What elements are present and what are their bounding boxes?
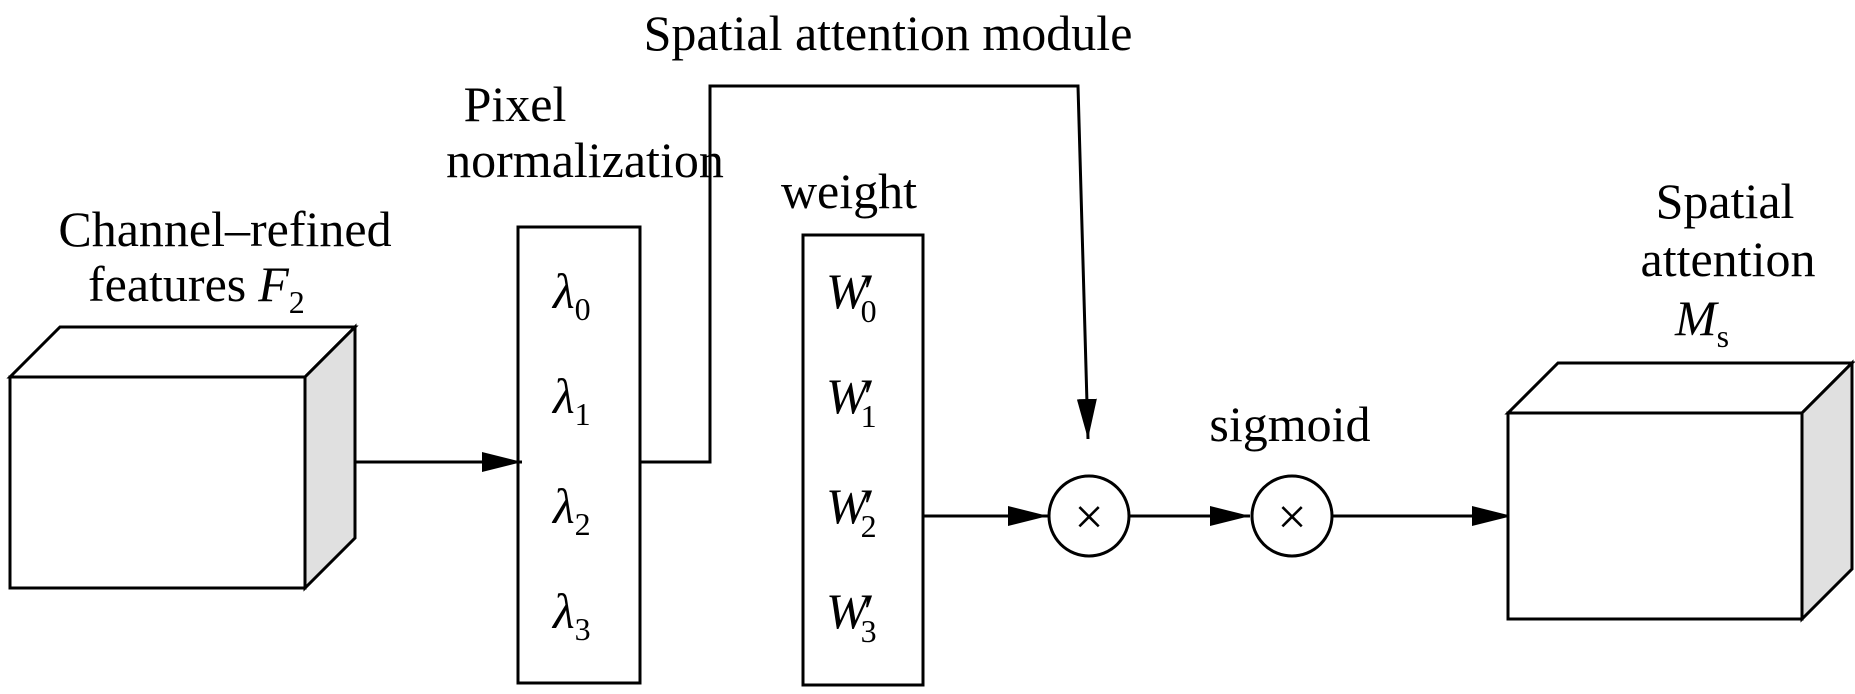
output-label-line2: attention — [1641, 231, 1816, 287]
multiply-symbol: × — [1074, 489, 1103, 546]
lambda-0: λ0 — [551, 263, 591, 327]
sigmoid-operator — [1250, 474, 1334, 558]
output-attention-cube — [1504, 359, 1855, 623]
multiply-operator — [1047, 474, 1131, 558]
weight-box — [801, 233, 925, 687]
module-title: Spatial attention module — [644, 5, 1133, 61]
weight-label: weight — [781, 163, 917, 219]
output-label-line1: Spatial — [1656, 173, 1795, 229]
pixel-norm-label-line1: Pixel — [464, 76, 567, 132]
sigmoid-label: sigmoid — [1209, 396, 1370, 452]
input-label-line1: Channel–refined — [58, 201, 391, 257]
weight-1: W′1 — [826, 368, 877, 434]
weight-3: W′3 — [826, 583, 877, 649]
sigmoid-symbol: × — [1277, 489, 1306, 546]
lambda-1: λ1 — [551, 368, 591, 432]
lambda-3: λ3 — [551, 583, 591, 647]
output-symbol: Ms — [1674, 290, 1729, 354]
lambda-2: λ2 — [551, 478, 591, 542]
input-feature-cube — [6, 323, 359, 592]
pixel-norm-box — [516, 225, 642, 685]
arrow-norm-to-multiply — [640, 84, 1097, 464]
weight-0: W′0 — [826, 263, 877, 329]
pixel-norm-label-line2: normalization — [446, 132, 724, 188]
weight-2: W′2 — [826, 478, 877, 544]
